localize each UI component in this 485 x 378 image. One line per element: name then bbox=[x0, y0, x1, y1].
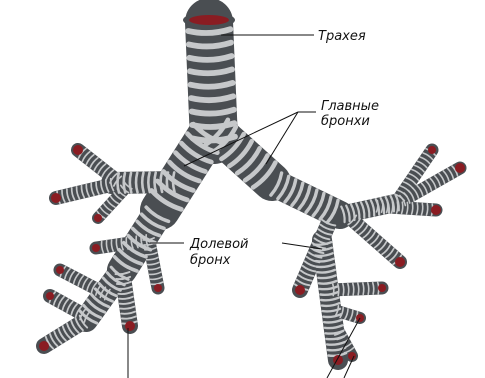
trachea-label: Трахея bbox=[318, 29, 366, 44]
bronchiole-opening bbox=[154, 284, 162, 292]
bronchiole-opening bbox=[378, 284, 386, 292]
bronchiole-opening bbox=[348, 352, 356, 360]
lobar-bronchus-label-line1: Долевой bbox=[189, 237, 248, 252]
bronchiole-opening bbox=[46, 292, 54, 300]
main-bronchi-label-line2: бронхи bbox=[321, 114, 370, 129]
cartilage-ring bbox=[130, 173, 131, 192]
lobar-bronchus-label-line2: бронх bbox=[190, 253, 231, 268]
bronchial-tree bbox=[39, 22, 465, 365]
bronchiole-opening bbox=[295, 285, 305, 295]
bronchiole-opening bbox=[39, 341, 49, 351]
cartilage-ring bbox=[161, 173, 162, 192]
trachea-opening bbox=[183, 12, 235, 28]
cartilage-ring bbox=[142, 173, 143, 192]
cartilage-ring bbox=[173, 172, 174, 191]
bronchiole-opening bbox=[56, 266, 64, 274]
cartilage-ring bbox=[148, 173, 149, 192]
cartilage-ring bbox=[167, 173, 168, 192]
bronchiole-opening bbox=[94, 214, 102, 222]
bronchiole-opening bbox=[92, 244, 100, 252]
cartilage-ring bbox=[155, 173, 156, 192]
main-bronchi-label-line1: Главные bbox=[321, 99, 379, 114]
bronchiole-opening bbox=[73, 145, 83, 155]
bronchiole-opening bbox=[125, 321, 135, 331]
bronchiole-opening bbox=[51, 193, 61, 203]
bronchiole-opening bbox=[431, 205, 441, 215]
bronchiole-opening bbox=[455, 163, 465, 173]
bronchiole-opening bbox=[395, 257, 405, 267]
bronchiole-opening bbox=[428, 146, 436, 154]
cartilage-ring bbox=[136, 173, 137, 192]
